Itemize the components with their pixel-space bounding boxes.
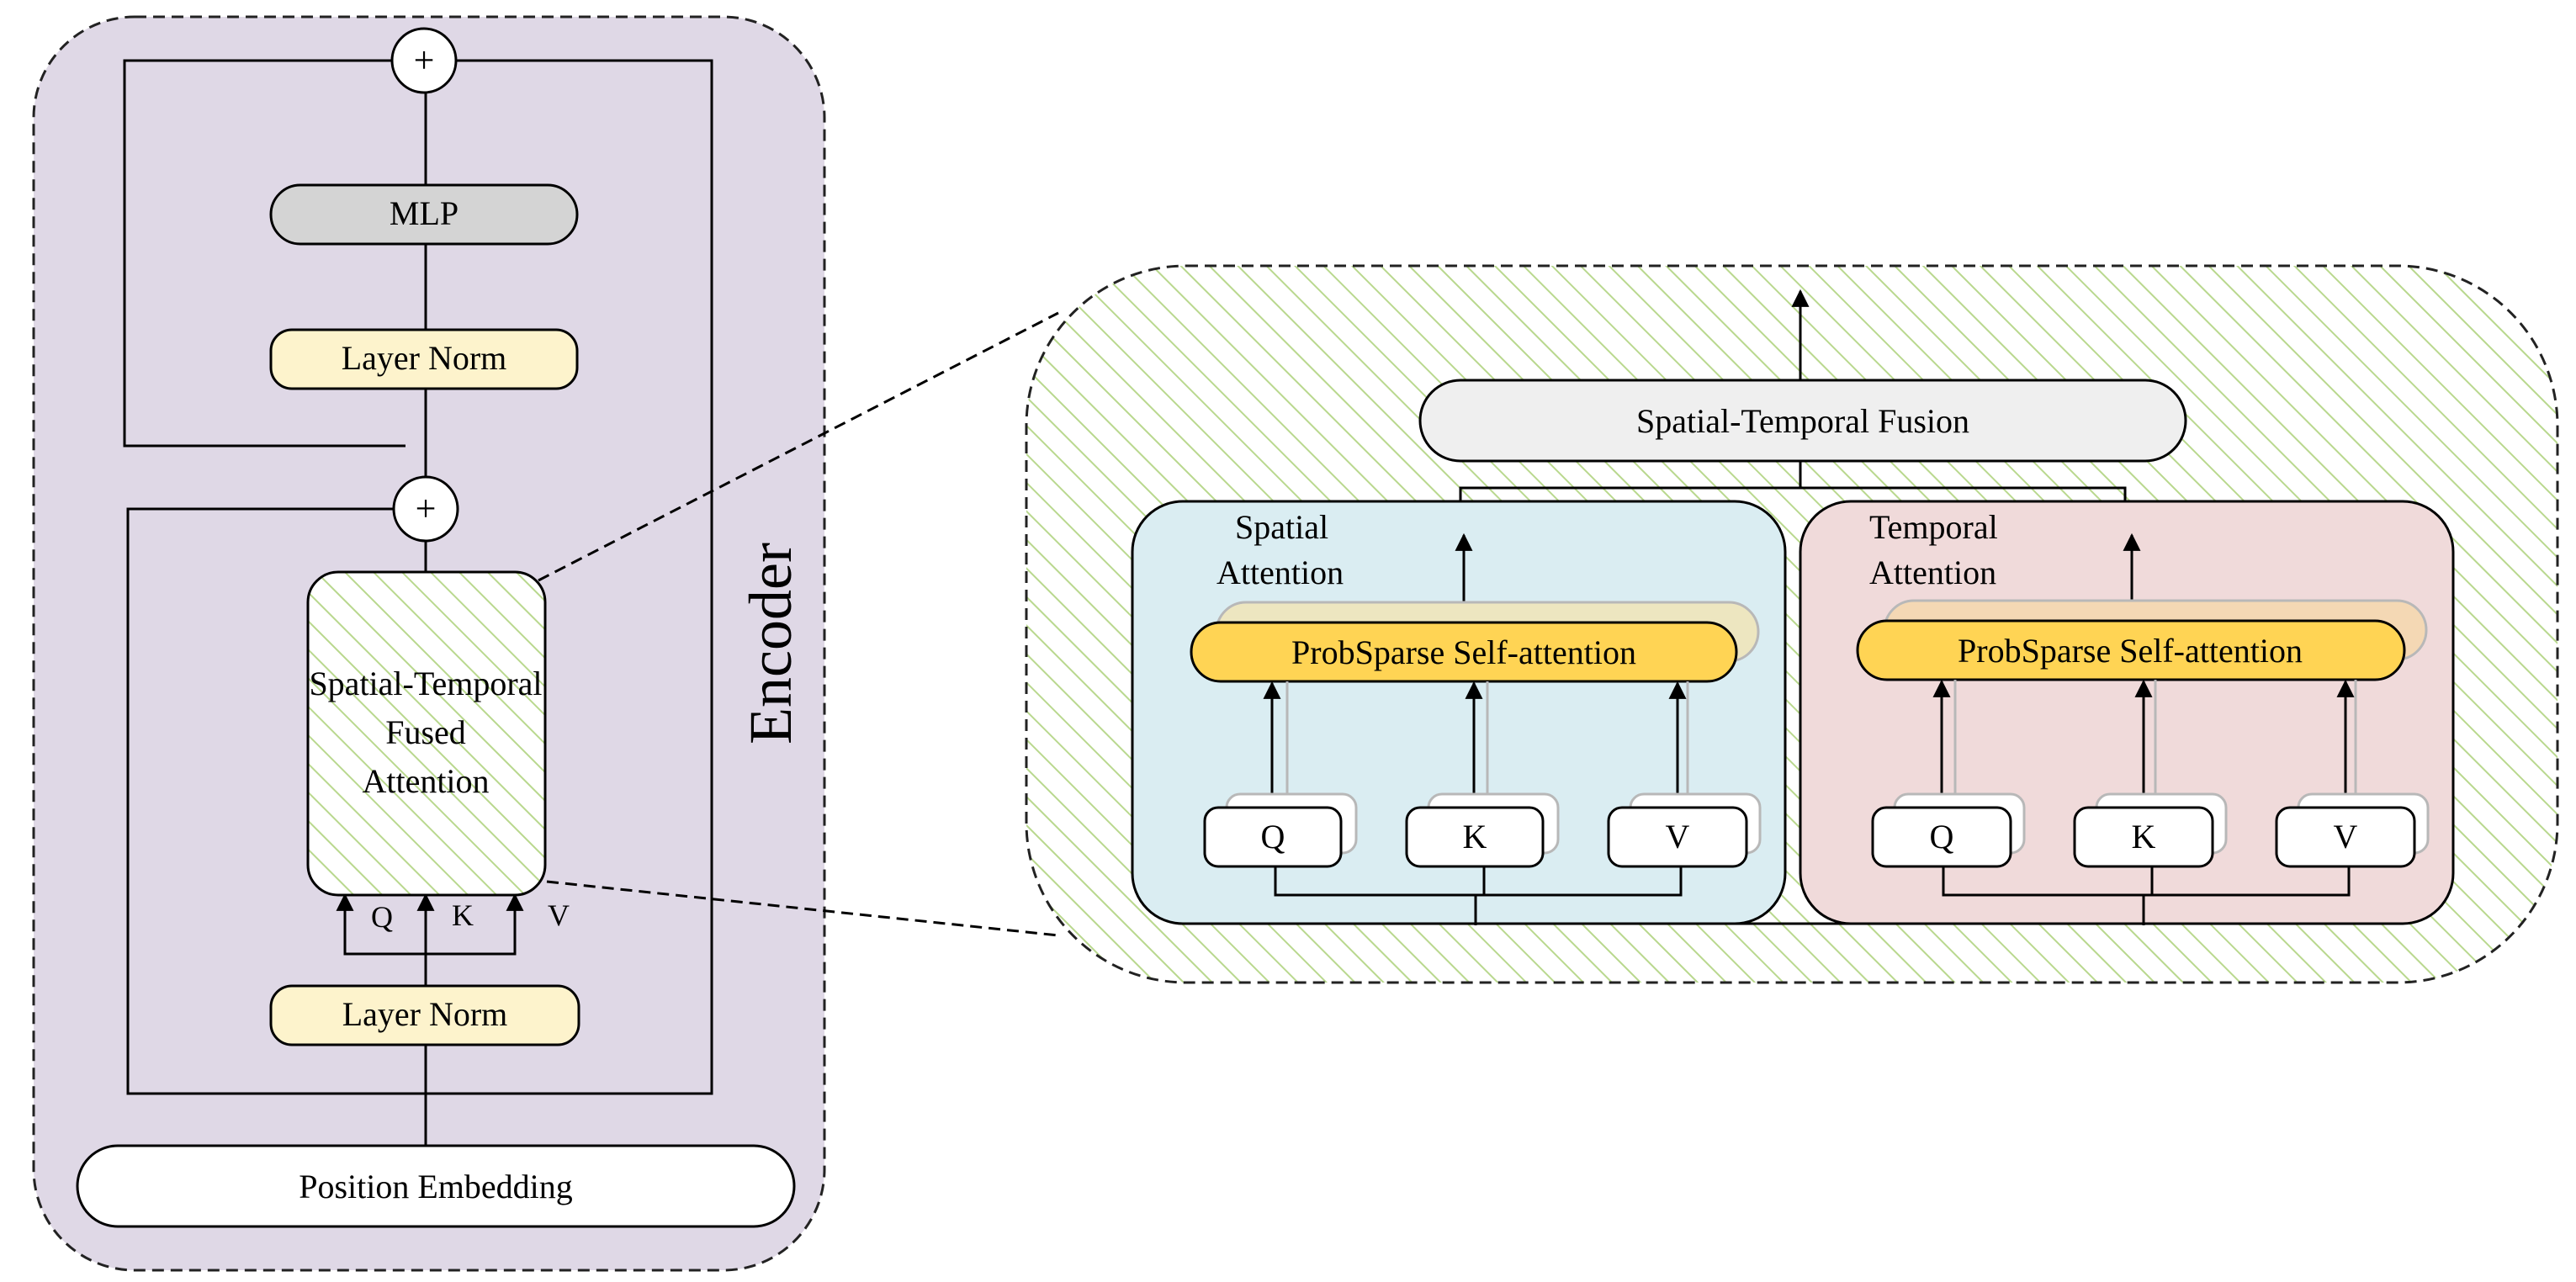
bottom-residual-line: [126, 507, 426, 1095]
encoder-q-label: Q: [371, 900, 393, 934]
temporal-q-box: [1871, 806, 2012, 868]
add-symbol-top: +: [414, 40, 435, 81]
add-symbol-bottom: +: [416, 488, 437, 529]
position-embedding-label: Position Embedding: [299, 1168, 573, 1205]
layer-norm-top-box: [269, 328, 579, 390]
temporal-probsparse-label: ProbSparse Self-attention: [1958, 632, 2303, 670]
stfa-label-line3: Attention: [362, 762, 489, 800]
add-circle-top: [390, 27, 458, 94]
layer-norm-bottom-box: [269, 984, 580, 1046]
fusion-box: [1418, 379, 2187, 463]
temporal-k-box: [2073, 806, 2214, 868]
temporal-probsparse-box: [1856, 619, 2406, 681]
position-embedding-box: [76, 1144, 796, 1228]
temporal-v-box: [2275, 806, 2416, 868]
top-residual-line: [123, 59, 405, 448]
stfa-label-line1: Spatial-Temporal: [309, 665, 542, 702]
temporal-input-bracket: [1942, 866, 2351, 925]
spatial-v-label: V: [1666, 818, 1690, 856]
layer-norm-top-label: Layer Norm: [342, 339, 507, 377]
encoder-panel: + + MLP Layer Norm Spatial-Temporal Fuse…: [32, 15, 826, 1272]
spatial-q-box: [1203, 806, 1343, 868]
temporal-title-line1: Temporal: [1869, 508, 1998, 546]
stfa-label-line2: Fused: [385, 713, 466, 751]
spatial-attention-block: Spatial Attention ProbSparse Self-attent…: [1131, 500, 1787, 925]
stfa-box: [306, 570, 547, 897]
layer-norm-bottom-label: Layer Norm: [342, 995, 508, 1033]
mlp-label: MLP: [390, 194, 458, 232]
temporal-k-label: K: [2132, 818, 2156, 856]
temporal-attention-block: Temporal Attention ProbSparse Self-atten…: [1799, 500, 2455, 925]
spatial-k-box: [1405, 806, 1545, 868]
mlp-box: [269, 183, 579, 246]
spatial-probsparse-label: ProbSparse Self-attention: [1291, 633, 1636, 671]
add-circle-bottom: [392, 475, 459, 543]
outer-residual-line: [424, 59, 713, 1095]
temporal-q-label: Q: [1930, 818, 1954, 856]
detail-panel: Spatial-Temporal Fusion Spatial Attentio…: [1025, 264, 2559, 984]
fusion-fork: [1459, 486, 2127, 501]
encoder-title: Encoder: [737, 543, 804, 744]
detail-input-bus: [1474, 922, 2145, 925]
spatial-k-label: K: [1463, 818, 1487, 856]
zoom-connector-top: [538, 311, 1059, 582]
spatial-q-label: Q: [1261, 818, 1285, 856]
temporal-title-line2: Attention: [1869, 554, 1996, 591]
spatial-probsparse-box: [1190, 621, 1738, 683]
spatial-title-line2: Attention: [1216, 554, 1344, 591]
zoom-connector-bottom: [546, 880, 1059, 937]
encoder-k-label: K: [452, 898, 474, 932]
encoder-v-label: V: [548, 898, 570, 932]
spatial-v-box: [1607, 806, 1748, 868]
spatial-input-bracket: [1274, 866, 1683, 925]
spatial-title-line1: Spatial: [1235, 508, 1328, 546]
fusion-label: Spatial-Temporal Fusion: [1636, 402, 1969, 440]
temporal-v-label: V: [2334, 818, 2358, 856]
